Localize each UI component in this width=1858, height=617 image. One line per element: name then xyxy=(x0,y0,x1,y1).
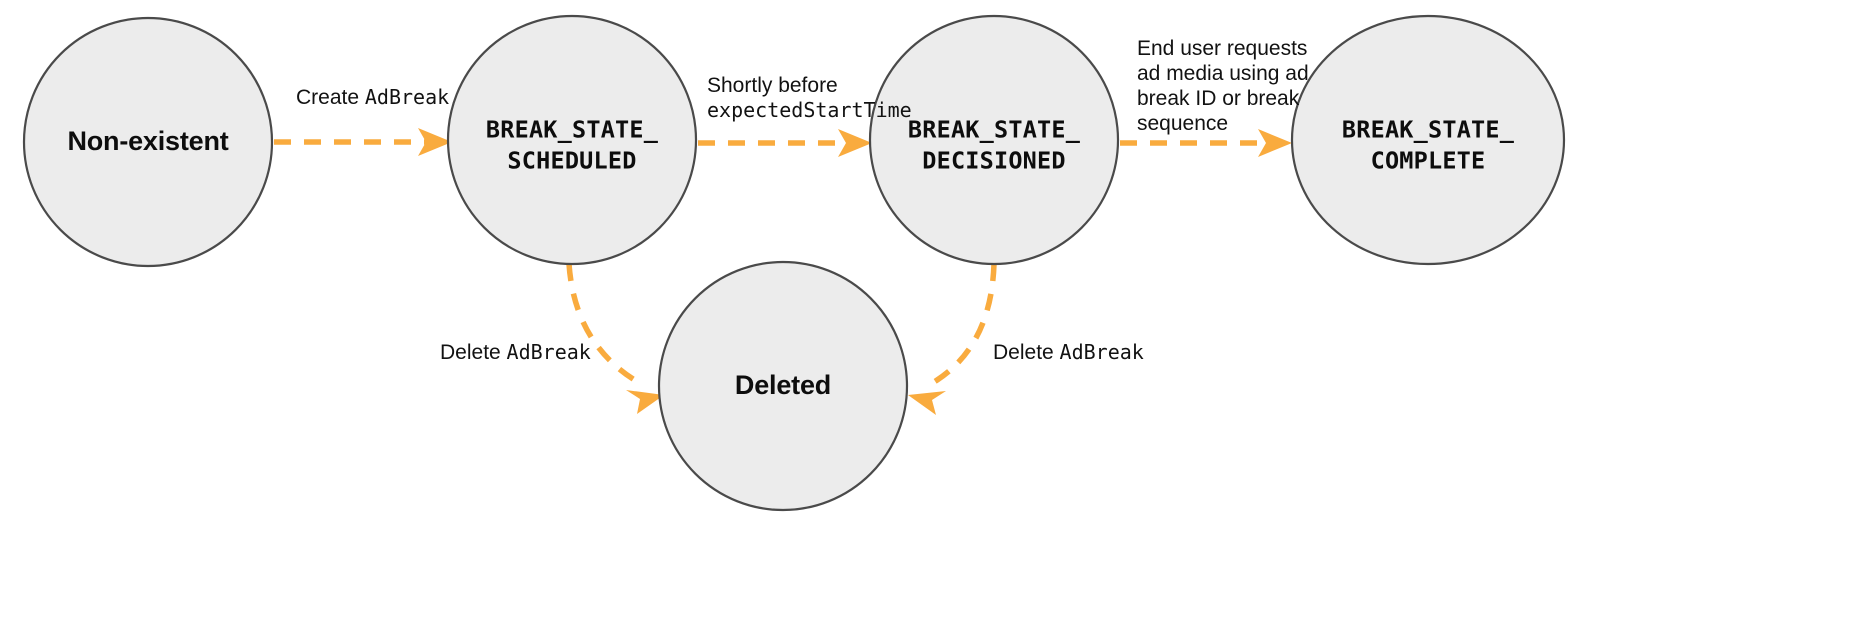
node-label-non-existent: Non-existent xyxy=(67,126,228,156)
node-break-state-decisioned[interactable]: BREAK_STATE_ DECISIONED xyxy=(868,14,1120,266)
edge-label-delete-from-scheduled: Delete AdBreak xyxy=(440,340,591,364)
edge-create-adbreak[interactable] xyxy=(274,128,452,156)
edge-delete-from-scheduled[interactable] xyxy=(566,263,664,414)
node-layer: Non-existent BREAK_STATE_ SCHEDULED BREA… xyxy=(22,14,1566,512)
node-shape-non-existent xyxy=(22,16,274,268)
edge-label-delete-from-scheduled-seg1: AdBreak xyxy=(507,340,591,364)
edge-label-create-adbreak-seg1: AdBreak xyxy=(365,85,449,109)
edge-label-shortly-before-line1: Shortly before xyxy=(707,74,838,97)
edge-label-delete-from-decisioned-seg1: AdBreak xyxy=(1060,340,1144,364)
edge-delete-from-decisioned[interactable] xyxy=(908,263,997,415)
arrow-head-delete-from-decisioned xyxy=(908,391,946,415)
node-break-state-complete[interactable]: BREAK_STATE_ COMPLETE xyxy=(1290,14,1566,266)
node-break-state-scheduled[interactable]: BREAK_STATE_ SCHEDULED xyxy=(446,14,698,266)
node-label-break-state-scheduled-line1: BREAK_STATE_ xyxy=(486,116,659,144)
edge-label-delete-from-decisioned-seg0: Delete xyxy=(993,341,1060,364)
node-shape-deleted xyxy=(657,260,909,512)
edge-label-shortly-before-line2: expectedStartTime xyxy=(707,98,912,122)
node-label-deleted: Deleted xyxy=(735,370,831,400)
edge-label-end-user-requests-line3: break ID or break xyxy=(1137,87,1300,110)
arrow-head-create-adbreak xyxy=(418,128,452,156)
edge-label-create-adbreak-seg0: Create xyxy=(296,86,365,109)
edge-label-delete-from-scheduled-seg0: Delete xyxy=(440,341,507,364)
node-label-break-state-scheduled-line2: SCHEDULED xyxy=(507,147,636,175)
edge-line-delete-from-decisioned xyxy=(927,263,997,388)
edge-line-delete-from-scheduled xyxy=(566,263,645,388)
edge-label-end-user-requests-line2: ad media using ad xyxy=(1137,62,1309,85)
edge-layer xyxy=(274,128,1292,415)
node-shape-break-state-complete xyxy=(1290,14,1566,266)
node-label-break-state-complete-line1: BREAK_STATE_ xyxy=(1342,116,1515,144)
edge-shortly-before[interactable] xyxy=(698,129,872,157)
arrow-head-delete-from-scheduled xyxy=(626,390,664,414)
node-label-break-state-decisioned-line1: BREAK_STATE_ xyxy=(908,116,1081,144)
edge-label-end-user-requests-line4: sequence xyxy=(1137,112,1228,135)
node-label-break-state-complete-line2: COMPLETE xyxy=(1371,147,1486,175)
node-non-existent[interactable]: Non-existent xyxy=(22,16,274,268)
node-deleted[interactable]: Deleted xyxy=(657,260,909,512)
arrow-head-end-user-requests xyxy=(1258,129,1292,157)
edge-label-create-adbreak: Create AdBreak xyxy=(296,85,449,109)
node-shape-break-state-scheduled xyxy=(446,14,698,266)
edge-label-delete-from-decisioned: Delete AdBreak xyxy=(993,340,1144,364)
node-shape-break-state-decisioned xyxy=(868,14,1120,266)
node-label-break-state-decisioned-line2: DECISIONED xyxy=(922,147,1065,175)
arrow-head-shortly-before xyxy=(838,129,872,157)
edge-label-end-user-requests-line1: End user requests xyxy=(1137,37,1307,60)
edge-end-user-requests[interactable] xyxy=(1120,129,1292,157)
